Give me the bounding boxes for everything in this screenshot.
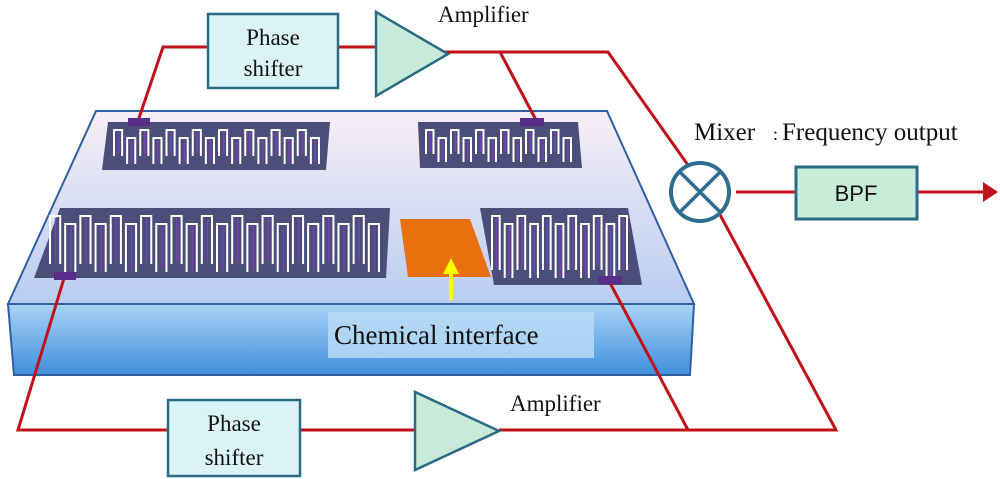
electrode-finger-gap xyxy=(605,223,616,278)
electrode-finger-gap xyxy=(170,215,183,264)
bpf-box xyxy=(794,165,919,221)
electrode-finger-gap xyxy=(218,129,229,156)
electrode-finger-gap xyxy=(246,223,259,272)
mixer-icon xyxy=(669,161,731,223)
electrode-finger-gap xyxy=(562,137,572,162)
electrode-bottom-left xyxy=(34,208,390,278)
electrode-finger-gap xyxy=(475,129,485,154)
electrode-finger-gap xyxy=(244,129,255,156)
wire-top-amp-to-electrode xyxy=(498,51,538,121)
electrode-finger-gap xyxy=(276,223,289,272)
wire-bottom-electrode xyxy=(607,280,690,431)
signal-wires xyxy=(15,45,985,432)
electrode-finger-gap xyxy=(462,137,472,162)
electrode-finger-gap xyxy=(200,215,213,264)
mixer-label: Mixer xyxy=(694,119,756,146)
electrode-top-left xyxy=(102,122,330,170)
frequency-output-label: Frequency output xyxy=(782,119,958,146)
electrode-finger-gap xyxy=(231,137,242,164)
electrode-finger-gap xyxy=(139,129,150,156)
electrode-finger-gap xyxy=(437,137,447,162)
electrode-finger-gap xyxy=(124,223,138,272)
electrode-finger-gap xyxy=(296,129,307,156)
electrode-finger-gap xyxy=(450,129,460,154)
electrode-finger-gap xyxy=(337,223,350,272)
amplifier-bottom xyxy=(413,390,502,472)
electrode-finger-gap xyxy=(512,137,522,162)
electrode-finger-gap xyxy=(525,129,535,154)
phase-shifter-bottom xyxy=(166,398,302,478)
electrode-finger-gap xyxy=(155,223,168,272)
chemical-interface-area xyxy=(400,219,491,277)
electrode-finger-gap xyxy=(554,223,565,278)
electrode-finger-gap xyxy=(283,137,294,164)
wire-bottom-left xyxy=(15,274,168,432)
electrode-finger-gap xyxy=(291,215,305,264)
electrode-finger-gap xyxy=(352,215,365,264)
electrode-finger-gap xyxy=(79,215,92,264)
electrode-finger-gap xyxy=(503,223,514,278)
electrode-finger-gap xyxy=(109,215,122,264)
electrode-finger-gap xyxy=(140,215,153,264)
electrode-finger-gap xyxy=(152,137,163,164)
output-arrowhead-icon xyxy=(983,182,998,202)
electrode-top-right xyxy=(418,122,582,168)
electrode-finger-gap xyxy=(216,223,229,272)
electrode-finger-gap xyxy=(191,129,202,156)
electrode-finger-gap xyxy=(592,215,603,270)
phase-shifter-top-line1: Phase xyxy=(246,25,300,50)
wire-bottom-amp-to-mixer xyxy=(499,210,839,432)
pad-top-right xyxy=(520,118,544,126)
electrode-finger-gap xyxy=(550,129,560,154)
electrode-finger-gap xyxy=(367,223,380,272)
phase-shifter-top xyxy=(206,12,340,90)
electrode-finger-gap xyxy=(516,215,527,270)
electrode-finger-gap xyxy=(537,137,547,162)
electrode-finger-gap xyxy=(567,215,578,270)
electrode-finger-gap xyxy=(64,223,77,272)
electrode-finger-gap xyxy=(425,129,435,154)
chemical-interface-label-bg xyxy=(328,312,594,358)
amplifier-top-label: Amplifier xyxy=(438,2,529,27)
pad-top-left xyxy=(128,118,150,126)
chemical-interface-label: Chemical interface xyxy=(334,320,539,350)
phase-shifter-top-line2: shifter xyxy=(244,56,303,81)
wire-top-amp-to-mixer xyxy=(444,50,697,176)
pad-bottom-right xyxy=(598,276,622,284)
electrode-finger-gap xyxy=(580,223,590,278)
amplifier-top xyxy=(374,9,451,99)
electrode-finger-gap xyxy=(487,137,497,162)
electrode-finger-gap xyxy=(491,215,501,270)
electrode-bottom-right xyxy=(480,208,642,285)
electrode-finger-gap xyxy=(322,215,335,264)
electrode-finger-gap xyxy=(94,223,107,272)
electrode-finger-gap xyxy=(618,215,628,270)
electrode-finger-gap xyxy=(261,215,274,264)
up-arrow-icon xyxy=(443,258,459,300)
electrode-finger-gap xyxy=(165,129,176,156)
electrode-finger-gap xyxy=(270,129,281,156)
bpf-label: BPF xyxy=(835,181,878,206)
electrode-finger-gap xyxy=(49,215,62,264)
electrode-finger-gap xyxy=(309,137,320,164)
electrode-finger-gap xyxy=(257,137,268,164)
electrode-finger-gap xyxy=(204,137,215,164)
label-separator: : xyxy=(773,124,778,144)
electrode-finger-gap xyxy=(113,129,124,156)
electrode-finger-gap xyxy=(500,129,510,154)
phase-shifter-bottom-line1: Phase xyxy=(207,411,261,436)
electrode-finger-gap xyxy=(529,223,539,278)
electrode-finger-gap xyxy=(185,223,198,272)
electrode-finger-gap xyxy=(126,137,137,164)
pad-bottom-left xyxy=(54,272,76,280)
phase-shifter-bottom-line2: shifter xyxy=(205,445,264,470)
electrode-finger-gap xyxy=(231,215,244,264)
electrode-finger-gap xyxy=(178,137,189,164)
electrode-finger-gap xyxy=(307,223,320,272)
electrode-finger-gap xyxy=(541,215,552,270)
wire-top-left xyxy=(136,45,208,122)
amplifier-bottom-label: Amplifier xyxy=(510,391,601,416)
